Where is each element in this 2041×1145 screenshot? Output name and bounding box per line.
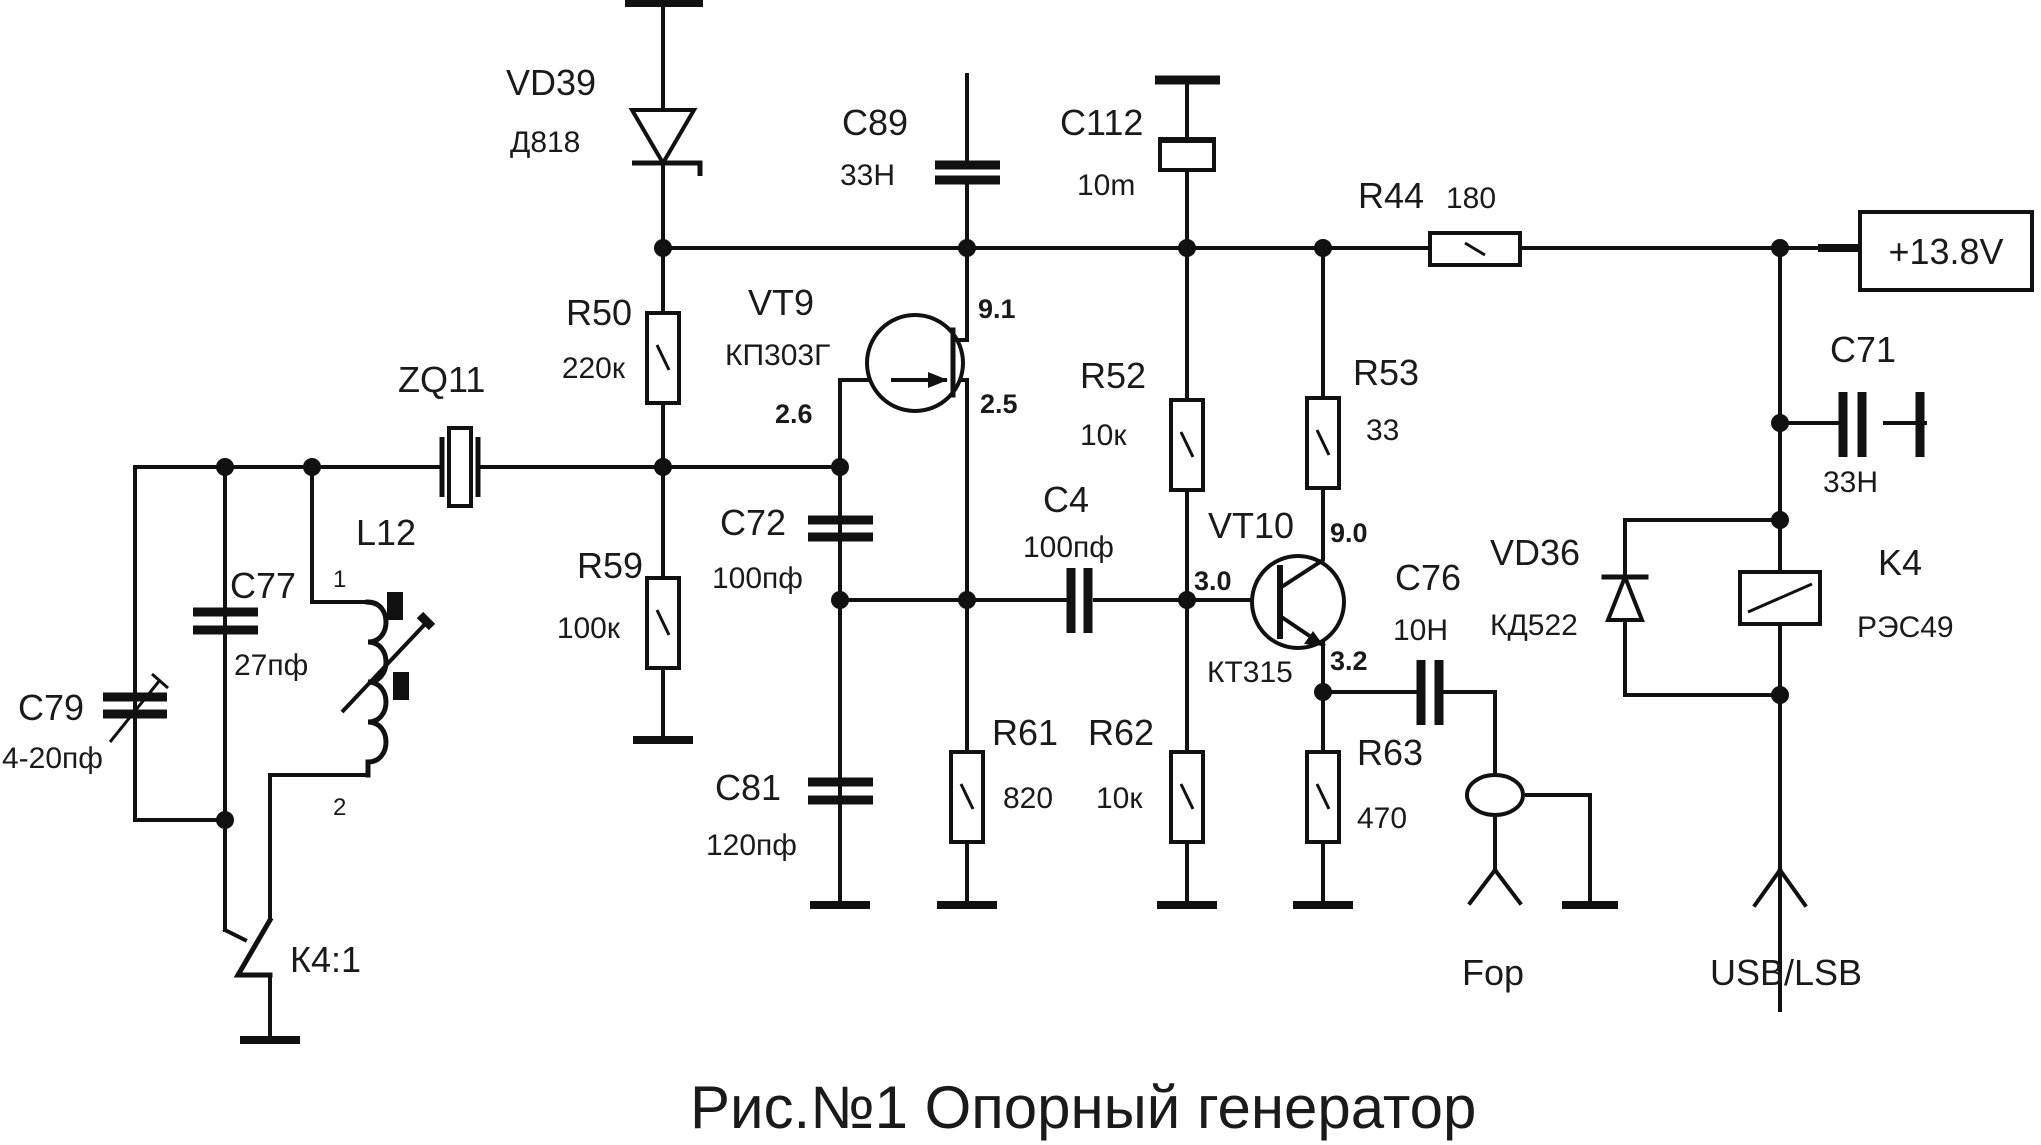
ground-symbols [240,0,1618,1044]
vt10-ref: VT10 [1208,505,1294,546]
wiring [133,0,1927,1042]
capacitor-c72: C72 100пф [712,502,873,595]
r59-ref: R59 [577,545,643,586]
c77-ref: C77 [230,565,296,606]
capacitor-c81: C81 120пф [706,767,873,862]
c112-ref: C112 [1060,102,1143,143]
vt9-gate-voltage: 2.6 [775,399,813,429]
c79-value: 4-20пф [2,742,103,775]
r50-ref: R50 [566,292,632,333]
figure-caption: Рис.№1 Опорный генератор [690,1074,1476,1141]
resistor-r61: R61 820 [949,712,1058,844]
inductor-l12: L12 1 2 [333,512,436,821]
resistor-r44: R44 180 [1358,175,1522,267]
k4-ref: K4 [1878,542,1922,583]
r63-ref: R63 [1357,732,1423,773]
capacitor-c112: C112 10m [1060,75,1220,202]
r59-value: 100к [557,612,621,645]
c72-ref: C72 [720,502,786,543]
c4-value: 100пф [1023,531,1114,564]
vt10-collector-voltage: 9.0 [1330,518,1368,548]
vd39-value: Д818 [510,126,580,159]
resistor-r62: R62 10к [1088,712,1205,844]
vt9-drain-voltage: 9.1 [978,294,1016,324]
k4-value: РЭС49 [1857,611,1954,644]
r62-value: 10к [1096,782,1143,815]
capacitor-c4: C4 100пф [1023,479,1114,633]
resistor-r50: R50 220к [562,292,681,405]
r44-ref: R44 [1358,175,1424,216]
resistor-r53: R53 33 [1305,352,1419,490]
vt10-value: КТ315 [1207,656,1293,689]
usb-lsb-label: USB/LSB [1710,952,1862,993]
c112-value: 10m [1077,169,1135,202]
junction-dots [216,239,1789,829]
l12-pin1: 1 [333,566,346,593]
vt9-source-voltage: 2.5 [980,389,1018,419]
r62-ref: R62 [1088,712,1154,753]
l12-pin2: 2 [333,794,346,821]
supply-label: +13.8V [1888,231,2003,272]
c81-value: 120пф [706,829,797,862]
r61-value: 820 [1003,782,1053,815]
c77-value: 27пф [234,649,308,682]
capacitor-c89: C89 33Н [840,102,1000,192]
r52-ref: R52 [1080,355,1146,396]
vd36-ref: VD36 [1490,532,1580,573]
c79-ref: C79 [18,687,84,728]
vd36-value: КД522 [1490,609,1578,642]
relay-contact-k4-1: К4:1 [222,916,361,980]
trimmer-capacitor-c79: C79 4-20пф [2,672,169,775]
resistor-r63: R63 470 [1305,732,1423,844]
c72-value: 100пф [712,562,803,595]
resistor-r52: R52 10к [1080,355,1205,492]
jfet-vt9: VT9 КП303Г 9.1 2.6 2.5 [725,282,1018,429]
vt10-base-voltage: 3.0 [1194,566,1232,596]
k4-1-ref: К4:1 [290,939,361,980]
r63-value: 470 [1357,802,1407,835]
capacitor-c77: C77 27пф [193,565,308,682]
resistor-r59: R59 100к [557,545,681,670]
r44-value: 180 [1446,182,1496,215]
r53-ref: R53 [1353,352,1419,393]
r52-value: 10к [1080,419,1127,452]
vd39-ref: VD39 [506,62,596,103]
c81-ref: C81 [715,767,781,808]
c76-ref: C76 [1395,557,1461,598]
c89-ref: C89 [842,102,908,143]
c71-value: 33Н [1823,466,1878,499]
vt9-ref: VT9 [748,282,814,323]
vt9-value: КП303Г [725,339,830,372]
capacitor-c76: C76 10Н [1393,557,1461,725]
r53-value: 33 [1366,414,1399,447]
control-connector-usb-lsb: USB/LSB [1710,867,1862,993]
fop-label: Fop [1462,952,1524,993]
coax-connector-fop: Fop [1462,773,1525,993]
capacitor-c71: C71 33Н [1823,329,1925,499]
c89-value: 33Н [840,159,895,192]
l12-ref: L12 [356,512,416,553]
c71-ref: C71 [1830,329,1896,370]
zener-diode-vd39: VD39 Д818 [506,62,703,176]
vt10-emitter-voltage: 3.2 [1330,646,1368,676]
diode-vd36: VD36 КД522 [1490,532,1649,642]
r61-ref: R61 [992,712,1058,753]
zq11-ref: ZQ11 [398,359,485,400]
c76-value: 10Н [1393,614,1448,647]
c4-ref: C4 [1043,479,1089,520]
r50-value: 220к [562,352,626,385]
relay-coil-k4: K4 РЭС49 [1738,542,1954,644]
supply-terminal: +13.8V [1818,210,2034,292]
crystal-zq11: ZQ11 [398,359,485,508]
bjt-vt10: VT10 КТ315 9.0 3.0 3.2 [1194,505,1368,689]
